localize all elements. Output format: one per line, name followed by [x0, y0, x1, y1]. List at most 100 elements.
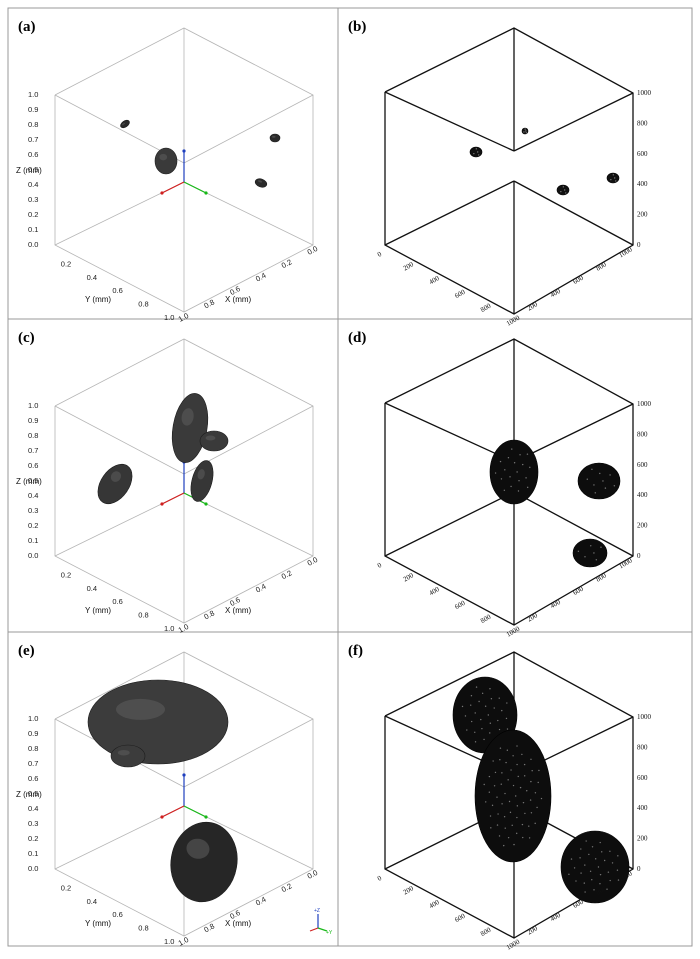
axis-triad: +Z+Y [309, 908, 333, 936]
x-tick-label: 0.4 [254, 895, 267, 908]
pore-blob [120, 119, 130, 129]
x-tick-label: 0.6 [228, 595, 241, 608]
pore-blob [170, 821, 238, 903]
z-tick-label: 0.7 [28, 446, 38, 455]
pore-blob [110, 744, 146, 768]
panel-tag: (b) [348, 19, 366, 35]
pore-texture [584, 864, 586, 866]
pore-texture [504, 469, 506, 471]
pore-texture [524, 128, 526, 130]
pore-texture [511, 448, 513, 450]
cube-edge [513, 491, 634, 557]
x-tick-label: 800 [479, 613, 493, 625]
pore-texture [485, 801, 487, 803]
pore-texture [586, 478, 589, 480]
pore-texture [591, 846, 594, 848]
panel-tag: (f) [348, 643, 363, 659]
pore-blob [199, 430, 229, 452]
triad-x-line [309, 927, 319, 932]
pore-texture [603, 859, 606, 862]
pore-texture [464, 715, 467, 717]
pore-highlight [121, 122, 125, 126]
z-tick-label: 0.5 [28, 789, 38, 798]
z-tick-label: 0.1 [28, 849, 38, 858]
pore-texture [525, 132, 528, 134]
pore-texture [512, 755, 514, 757]
x-axis-dot [160, 191, 164, 195]
pore-texture [500, 783, 502, 785]
pore-blob [171, 393, 209, 463]
z-tick-label: 0.0 [28, 551, 38, 560]
y-tick-label: 0.8 [138, 611, 148, 620]
pore-texture [593, 552, 595, 554]
pore-texture [534, 822, 536, 825]
pore-texture [470, 695, 473, 697]
z-tick-label: 0.0 [28, 240, 38, 249]
pore-highlight [205, 435, 216, 441]
z-axis-label: Z (mm) [16, 790, 42, 799]
cube-edge [513, 180, 634, 246]
z-tick-label: 0.9 [28, 729, 38, 738]
pore-texture [597, 866, 600, 868]
pore-highlight [110, 471, 122, 482]
y-tick-label: 0.2 [61, 259, 71, 268]
cube-edge [54, 405, 185, 475]
pore-texture [498, 728, 501, 731]
pore-texture [470, 720, 473, 723]
pore-blob [474, 729, 552, 863]
pore-texture [529, 799, 532, 801]
pore-texture [503, 489, 506, 491]
pore-highlight [186, 838, 210, 859]
pore-texture [580, 872, 582, 874]
pore-texture [599, 873, 602, 876]
pore-texture [516, 805, 519, 807]
pore-texture [577, 550, 580, 553]
x-tick-label: 1000 [505, 625, 522, 639]
pore-texture [595, 559, 598, 561]
pore-texture [612, 174, 615, 176]
pore-texture [615, 180, 617, 182]
pore-texture [562, 186, 565, 188]
pore-blob [269, 133, 281, 143]
z-axis-label: Z (mm) [16, 477, 42, 486]
pore-texture [530, 812, 533, 814]
pore-texture [521, 823, 524, 826]
pore-texture [507, 836, 510, 839]
pore-texture [515, 795, 517, 797]
pore-texture [609, 850, 611, 853]
pore-highlight [197, 469, 205, 480]
z-tick-label: 0.8 [28, 744, 38, 753]
y-tick-label: 200 [526, 300, 540, 312]
pore-blob [489, 439, 539, 505]
pore-texture [591, 468, 593, 471]
pore-texture [538, 769, 540, 772]
x-tick-label: 0.4 [254, 582, 267, 595]
y-tick-label: 0.4 [87, 273, 97, 282]
x-tick-label: 200 [402, 571, 416, 583]
x-tick-label: 200 [402, 884, 416, 896]
pore-blob [97, 463, 133, 505]
pore-texture [580, 848, 582, 850]
cube-edge [513, 92, 634, 152]
pore-texture [590, 545, 592, 547]
pore-texture [530, 780, 532, 783]
pore-texture [490, 827, 492, 829]
pore-highlight [117, 749, 130, 756]
y-axis-label: Y (mm) [85, 295, 111, 304]
z-tick-label: 200 [637, 211, 648, 219]
pore-texture [516, 763, 518, 766]
pore-texture [560, 190, 562, 193]
z-tick-label: 400 [637, 804, 648, 812]
y-axis-line [183, 805, 207, 818]
z-tick-label: 0.4 [28, 491, 38, 500]
pore-texture [528, 837, 531, 839]
z-tick-label: 0.5 [28, 476, 38, 485]
pore-blob [154, 147, 178, 175]
pore-texture [518, 480, 520, 482]
y-tick-label: 600 [572, 584, 586, 596]
pore-texture [525, 477, 527, 479]
pore-texture [488, 791, 491, 793]
pore-texture [573, 867, 576, 869]
